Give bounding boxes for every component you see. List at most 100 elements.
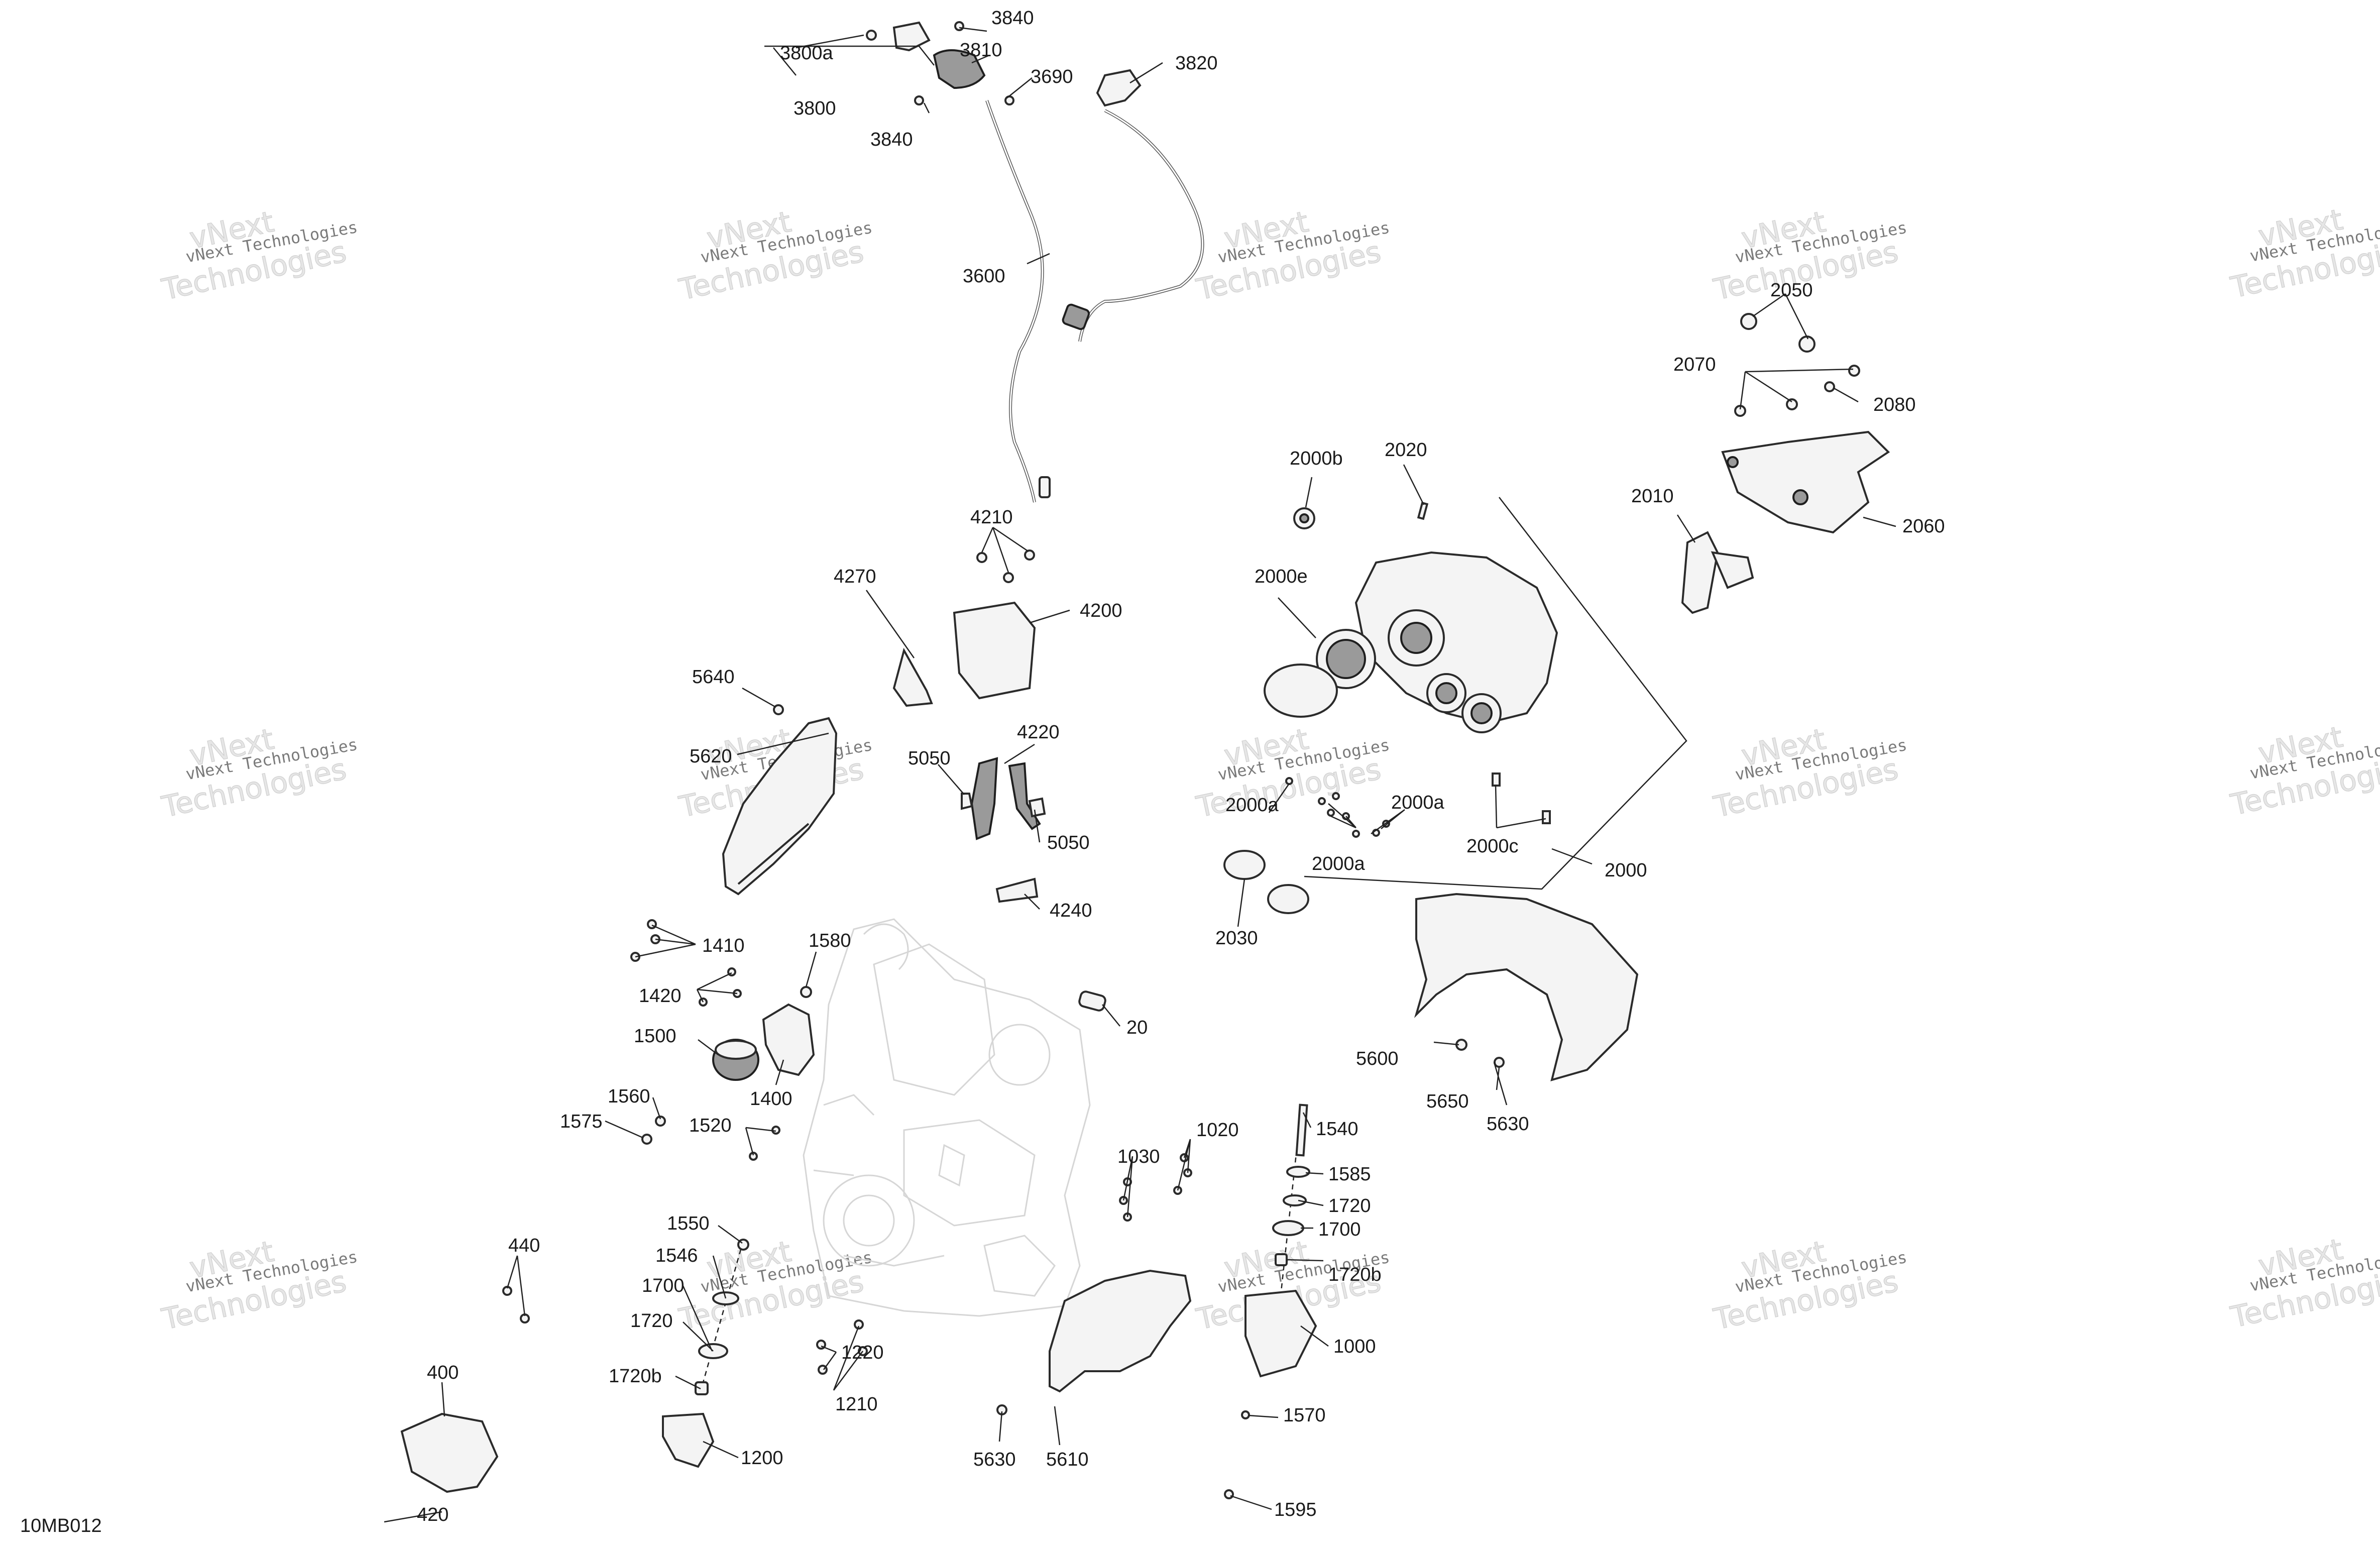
bracket-2060-assembly xyxy=(1681,313,1890,614)
cover-5620-icon xyxy=(722,717,838,896)
watermark: vNext Technologies vNext Technologies xyxy=(158,204,359,307)
callout-1595: 1595 xyxy=(1274,1499,1317,1520)
watermark: vNext Technologies vNext Technologies xyxy=(158,721,359,824)
leader-lines xyxy=(384,27,1896,1523)
watermark-layer: vNext Technologies vNext Technologies vN… xyxy=(158,202,2380,1337)
callout-2060: 2060 xyxy=(1902,516,1945,537)
callout-1220: 1220 xyxy=(841,1342,884,1363)
module-4200-icon xyxy=(953,601,1036,700)
grommet-icon xyxy=(1798,336,1816,353)
callout-400: 400 xyxy=(427,1362,459,1383)
callout-1520: 1520 xyxy=(689,1115,732,1136)
clamp-2030-icon xyxy=(1267,884,1309,914)
callout-3820: 3820 xyxy=(1175,53,1218,74)
mount-1400-icon xyxy=(762,1003,815,1076)
fitting-2000c-icon xyxy=(1542,810,1551,824)
watermark: vNext Technologies vNext Technologies xyxy=(675,204,874,307)
washer-icon xyxy=(1786,398,1798,410)
shield-5610-icon xyxy=(1049,1269,1192,1393)
callout-2000e: 2000e xyxy=(1255,566,1308,587)
callout-1410: 1410 xyxy=(702,935,745,956)
callout-2030: 2030 xyxy=(1215,928,1258,949)
screw-icon xyxy=(1004,95,1014,105)
loop-4270-icon xyxy=(892,647,933,707)
callout-4220: 4220 xyxy=(1017,722,1060,743)
callout-5640: 5640 xyxy=(692,667,735,688)
callout-1030: 1030 xyxy=(1117,1146,1160,1167)
callout-2000: 2000 xyxy=(1605,860,1647,881)
callout-2000a: 2000a xyxy=(1391,792,1445,813)
bracket-3820-icon xyxy=(1096,69,1142,107)
callout-1200: 1200 xyxy=(741,1448,783,1469)
cover-5620-assembly xyxy=(722,704,838,896)
mount-1400-assembly xyxy=(630,919,1106,1161)
callout-1020: 1020 xyxy=(1196,1120,1239,1141)
airbox-2000-assembly xyxy=(1223,497,1687,914)
callout-5610: 5610 xyxy=(1046,1449,1089,1470)
sensor-cable xyxy=(1078,109,1204,342)
mount-1200-assembly xyxy=(400,1239,868,1493)
callout-1546: 1546 xyxy=(655,1245,698,1266)
clip-5050-icon xyxy=(1028,797,1046,818)
callout-4210: 4210 xyxy=(970,507,1013,528)
mount-400-icon xyxy=(400,1412,499,1493)
screw-2020-icon xyxy=(1417,501,1429,520)
watermark: vNext Technologies vNext Technologies xyxy=(158,1234,359,1337)
callout-5630: 5630 xyxy=(1487,1114,1529,1135)
callout-1700: 1700 xyxy=(1318,1219,1361,1240)
callout-3840: 3840 xyxy=(991,8,1034,29)
callout-2020: 2020 xyxy=(1385,439,1427,461)
callout-1000: 1000 xyxy=(1333,1336,1376,1357)
callout-5630: 5630 xyxy=(973,1449,1016,1470)
clamp-2030-icon xyxy=(1223,850,1266,880)
washer-1560-icon xyxy=(655,1116,666,1127)
callout-1720: 1720 xyxy=(1328,1195,1371,1217)
callout-5650: 5650 xyxy=(1426,1091,1469,1112)
screw-5640-icon xyxy=(773,704,784,715)
callout-3800a: 3800a xyxy=(780,43,834,64)
hose-4220-icon xyxy=(970,757,998,840)
callout-3800: 3800 xyxy=(794,98,836,119)
fitting-2000c-icon xyxy=(1492,772,1501,787)
clip-5050-icon xyxy=(961,793,973,810)
callout-4200: 4200 xyxy=(1080,600,1122,621)
watermark: vNext Technologies vNext Technologies xyxy=(1710,1234,1908,1337)
callout-1420: 1420 xyxy=(639,985,682,1007)
callout-1570: 1570 xyxy=(1283,1405,1326,1426)
bracket-4240-icon xyxy=(995,877,1039,903)
watermark: vNext Technologies vNext Technologies xyxy=(2227,202,2380,305)
callout-3810: 3810 xyxy=(960,40,1002,61)
callout-420: 420 xyxy=(417,1504,448,1525)
callout-5050: 5050 xyxy=(1047,832,1090,853)
callout-4270: 4270 xyxy=(834,566,876,587)
callout-20: 20 xyxy=(1126,1017,1148,1038)
callout-1210: 1210 xyxy=(835,1394,878,1415)
callout-440: 440 xyxy=(508,1235,540,1256)
watermark: vNext Technologies vNext Technologies xyxy=(1193,204,1391,307)
shield-5600-icon xyxy=(1414,893,1639,1081)
callout-3840: 3840 xyxy=(870,129,913,150)
screw-icon xyxy=(914,95,924,105)
bracket-3800 xyxy=(866,21,1142,107)
callout-2010: 2010 xyxy=(1631,486,1674,507)
watermark: vNext Technologies vNext Technologies xyxy=(1710,721,1908,824)
module-4200-assembly xyxy=(892,549,1046,903)
bracket-3810-icon xyxy=(933,49,986,89)
nut-icon xyxy=(1824,381,1835,392)
screw-icon xyxy=(954,21,964,31)
heat-shields xyxy=(996,893,1639,1415)
callout-2000c: 2000c xyxy=(1466,836,1519,857)
callout-1500: 1500 xyxy=(634,1026,676,1047)
callout-1560: 1560 xyxy=(608,1086,650,1107)
mount-1200-icon xyxy=(662,1412,715,1468)
callout-1720b: 1720b xyxy=(609,1366,662,1387)
callout-1585: 1585 xyxy=(1328,1164,1371,1185)
callout-1720: 1720 xyxy=(630,1310,673,1332)
callout-2080: 2080 xyxy=(1873,394,1916,415)
screw-icon xyxy=(866,30,877,41)
washer-icon xyxy=(1848,365,1860,377)
callout-1720b: 1720b xyxy=(1328,1264,1382,1285)
callout-5620: 5620 xyxy=(690,746,732,767)
connector-icon xyxy=(1062,303,1090,330)
